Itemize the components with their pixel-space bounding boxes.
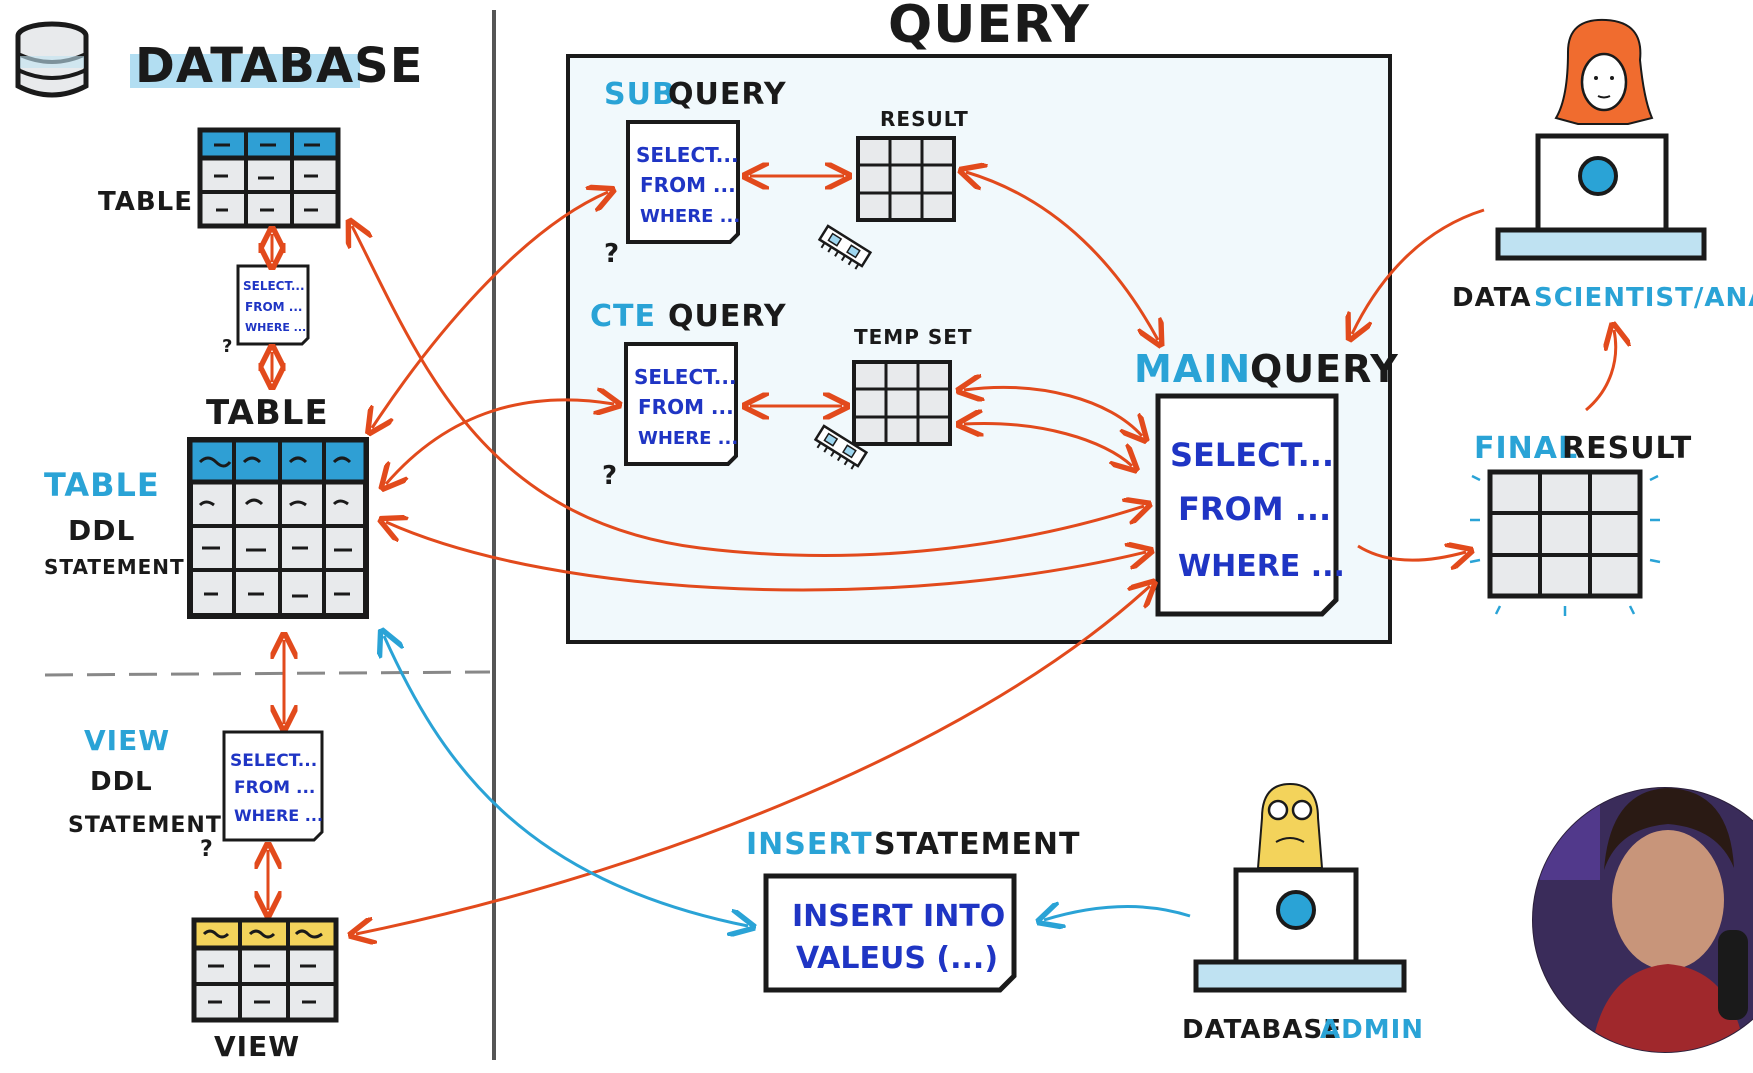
analyst-label-b: SCIENTIST/ANALYST [1534,283,1753,313]
view-ddl-ddl: DDL [90,767,153,797]
arrow-analyst-mainquery [1352,208,1485,334]
cte-query-title-a: CTE [590,299,656,334]
analyst-avatar-icon [1554,18,1654,125]
analyst-label-a: DATA [1452,283,1532,313]
final-result-table[interactable] [1469,469,1661,616]
admin-label-a: DATABASE [1182,1015,1342,1045]
top-table[interactable] [197,127,341,229]
temp-set-label: TEMP SET [854,325,973,349]
sub-query-select: SELECT... [636,143,739,167]
insert-line-2: VALEUS (...) [796,941,998,976]
final-result-label-b: RESULT [1562,431,1692,466]
view-query-where: WHERE ... [234,806,323,825]
sub-query-document[interactable]: SELECT... FROM ... WHERE ... [626,120,740,244]
cte-query-document[interactable]: SELECT... FROM ... WHERE ... [624,342,738,466]
table-query-question: ? [222,336,233,357]
arrow-final-analyst [1585,330,1616,412]
view-ddl-title: VIEW [84,724,170,757]
top-table-label: TABLE [98,187,193,217]
database-title: DATABASE [135,38,424,94]
cte-query-title-b: QUERY [668,299,787,334]
cte-query-question: ? [602,461,618,491]
result-table[interactable] [856,136,956,222]
final-result-label-a: FINAL [1474,431,1578,466]
table-view-divider [44,670,491,677]
insert-line-1: INSERT INTO [792,899,1005,934]
main-query-where: WHERE ... [1178,549,1345,584]
view-table[interactable] [191,917,339,1023]
sub-query-where: WHERE ... [640,206,740,227]
view-query-from: FROM ... [234,778,315,798]
presenter-webcam [1530,785,1753,1055]
view-query-select: SELECT... [230,751,317,771]
table-query-select: SELECT... [243,279,305,293]
table-query-where: WHERE ... [245,321,306,334]
database-icon [15,21,89,98]
table-ddl-statement: STATEMENT [44,555,185,579]
admin-laptop-icon [1193,867,1407,993]
temp-set-table[interactable] [852,360,952,446]
sub-query-title-b: QUERY [668,77,787,112]
main-table-label: TABLE [206,393,329,433]
insert-statement-b: STATEMENT [874,827,1081,862]
sub-query-title-a: SUB [604,77,676,112]
insert-statement-document[interactable]: INSERT INTO VALEUS (...) [763,873,1017,993]
arrow-admin-insert [1044,906,1191,920]
main-table[interactable] [187,437,369,619]
main-query-document[interactable]: SELECT... FROM ... WHERE ... [1155,393,1345,617]
main-query-title-a: MAIN [1134,347,1251,391]
table-query-from: FROM ... [245,300,302,314]
admin-avatar-icon [1256,782,1324,869]
main-query-select: SELECT... [1170,436,1334,474]
arrow-result-mainquery [966,172,1158,340]
insert-statement-a: INSERT [746,827,873,862]
result-label: RESULT [880,107,969,131]
sub-query-question: ? [604,239,620,269]
analyst-laptop-icon [1495,133,1707,261]
main-query-from: FROM ... [1178,490,1331,528]
table-query-document[interactable]: SELECT... FROM ... WHERE ... [236,264,310,346]
arrow-mainquery-final [1357,546,1466,560]
table-ddl-ddl: DDL [68,514,135,547]
cte-query-from: FROM ... [638,395,734,419]
database-title-highlight [130,54,360,88]
cte-query-where: WHERE ... [638,428,738,449]
view-label: VIEW [214,1030,300,1063]
sub-query-from: FROM ... [640,173,736,197]
arrow-insert-maintable [384,636,748,926]
view-query-document[interactable]: SELECT... FROM ... WHERE ... [222,730,324,842]
view-query-question: ? [200,837,214,862]
arrow-tempset-mainquery-2 [964,423,1132,466]
query-title: QUERY [888,0,1090,55]
cte-query-select: SELECT... [634,365,737,389]
main-query-title-b: QUERY [1250,347,1399,391]
arrow-maintable-cte [386,400,614,484]
view-ddl-statement: STATEMENT [68,813,222,838]
table-ddl-title: TABLE [44,466,160,504]
admin-label-b: ADMIN [1320,1015,1424,1045]
